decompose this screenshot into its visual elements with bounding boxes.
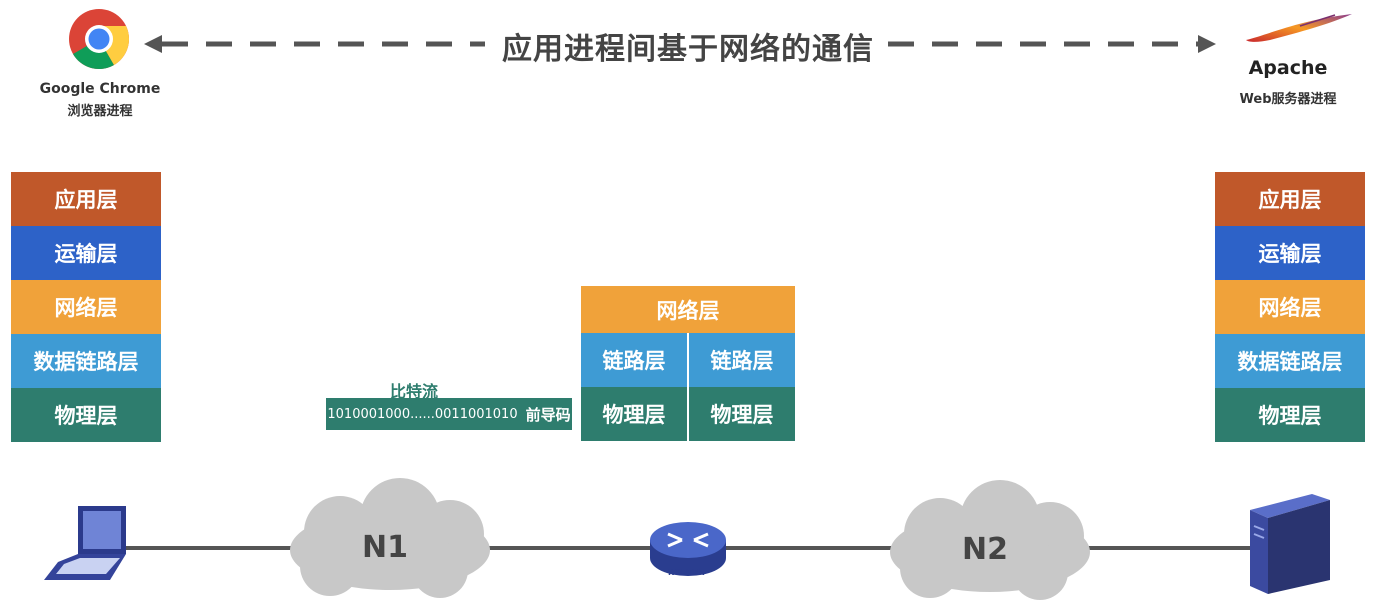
network-n1-label: N1 bbox=[362, 530, 408, 565]
bitstream-bits: 1010001000......0011001010 bbox=[327, 406, 518, 422]
layer-transport: 运输层 bbox=[11, 226, 161, 280]
router-protocol-stack: 网络层 链路层 链路层 物理层 物理层 bbox=[581, 286, 795, 441]
router-label: ROUTER bbox=[668, 568, 705, 577]
layer-datalink: 数据链路层 bbox=[1215, 334, 1365, 388]
layer-network: 网络层 bbox=[11, 280, 161, 334]
server-protocol-stack: 应用层 运输层 网络层 数据链路层 物理层 bbox=[1215, 172, 1365, 442]
client-protocol-stack: 应用层 运输层 网络层 数据链路层 物理层 bbox=[11, 172, 161, 442]
cloud-n1 bbox=[290, 478, 490, 598]
bitstream-label: 比特流 bbox=[390, 382, 439, 401]
chrome-icon bbox=[69, 9, 129, 70]
layer-application: 应用层 bbox=[11, 172, 161, 226]
client-process-label: 浏览器进程 bbox=[67, 104, 133, 119]
laptop-icon bbox=[44, 506, 126, 580]
router-layer-link-left: 链路层 bbox=[581, 333, 687, 387]
client-app-name: Google Chrome bbox=[39, 81, 161, 97]
layer-application: 应用层 bbox=[1215, 172, 1365, 226]
apache-feather-icon bbox=[1246, 14, 1352, 42]
cloud-n2 bbox=[890, 480, 1090, 600]
router-layer-phys-right: 物理层 bbox=[689, 387, 795, 441]
communication-arrow bbox=[144, 35, 1216, 53]
layer-transport: 运输层 bbox=[1215, 226, 1365, 280]
bitstream-preamble: 前导码 bbox=[525, 405, 571, 424]
layer-datalink: 数据链路层 bbox=[11, 334, 161, 388]
server-process-label: Web服务器进程 bbox=[1239, 92, 1337, 107]
server-app-name: Apache bbox=[1248, 57, 1328, 79]
layer-network: 网络层 bbox=[1215, 280, 1365, 334]
layer-physical: 物理层 bbox=[1215, 388, 1365, 442]
bitstream-box: 1010001000......0011001010 前导码 bbox=[326, 398, 572, 430]
router-layer-network: 网络层 bbox=[581, 286, 795, 333]
network-topology bbox=[44, 478, 1330, 600]
arrow-right-head bbox=[1198, 35, 1216, 53]
page-title: 应用进程间基于网络的通信 bbox=[502, 32, 874, 67]
layer-physical: 物理层 bbox=[11, 388, 161, 442]
router-layer-link-right: 链路层 bbox=[689, 333, 795, 387]
network-n2-label: N2 bbox=[962, 532, 1008, 567]
server-icon bbox=[1250, 494, 1330, 594]
router-icon bbox=[650, 522, 726, 576]
router-layer-phys-left: 物理层 bbox=[581, 387, 687, 441]
arrow-left-head bbox=[144, 35, 162, 53]
